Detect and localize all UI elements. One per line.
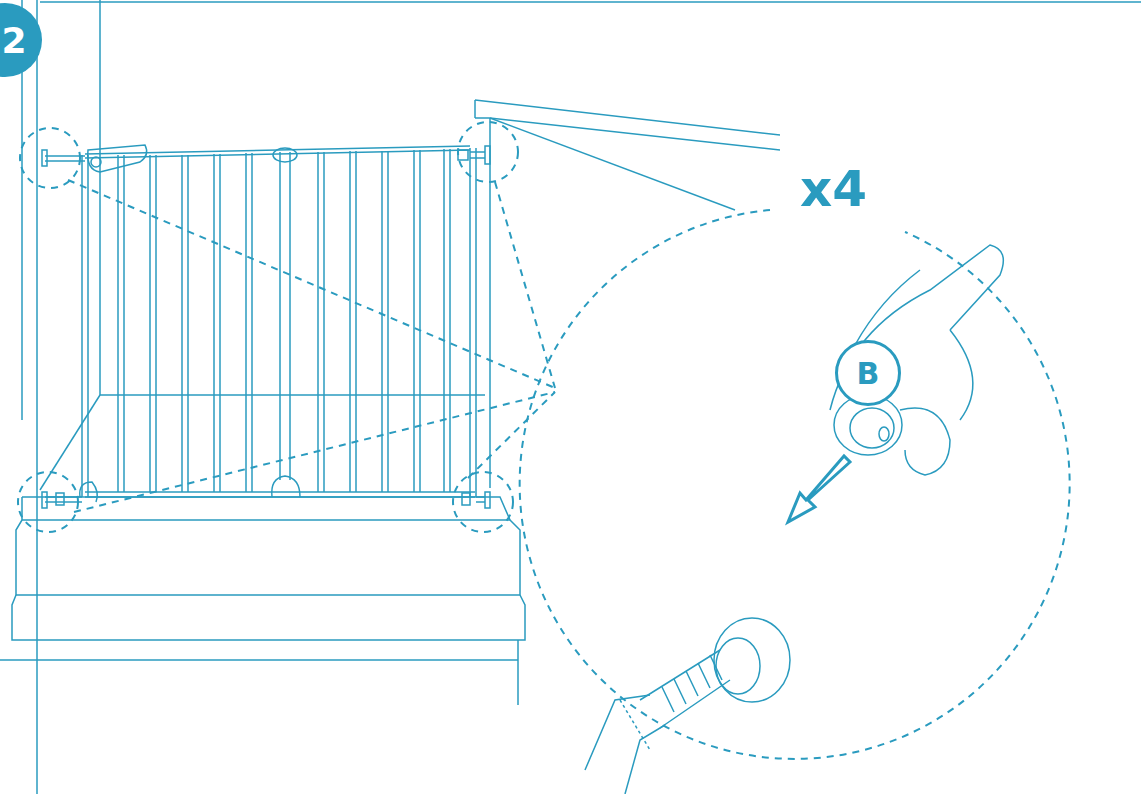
part-letter: B [835, 340, 901, 406]
node-text: B [857, 356, 880, 391]
step-number: 2 [0, 3, 42, 77]
node-text: 2 [1, 20, 26, 61]
quantity-label: x4 [800, 160, 867, 218]
